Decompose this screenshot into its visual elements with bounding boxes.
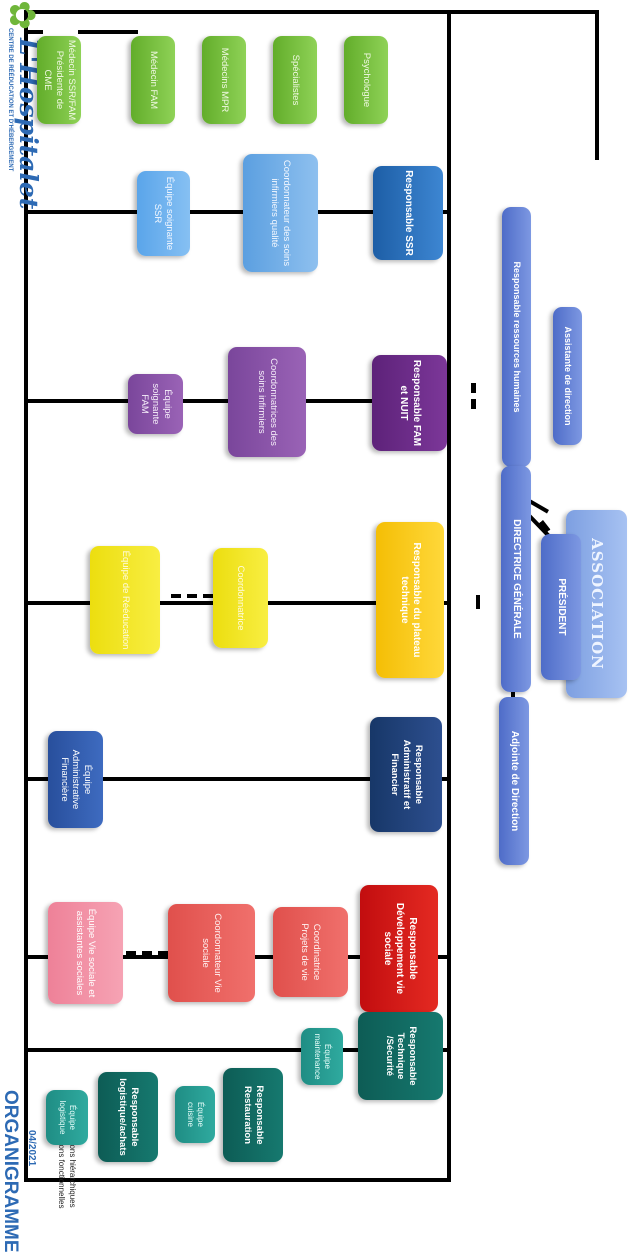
logo-subtitle: CENTRE DE RÉÉDUCATION ET D'HÉBERGEMENT bbox=[7, 28, 13, 172]
president-box: PRÉSIDENT bbox=[541, 534, 581, 680]
resto-team-box: Équipe cuisine bbox=[175, 1086, 215, 1143]
ssr-coord-box: Coordonnateur des soins infirmiers quali… bbox=[243, 154, 318, 272]
medical-bus-line bbox=[595, 10, 599, 160]
fam-team-box: Équipe soignante FAM bbox=[128, 374, 183, 434]
plateau-team-box: Équipe de Rééducation bbox=[90, 546, 160, 654]
line-rh-bus bbox=[471, 383, 476, 411]
admin-team-box: Équipe Administrative Financière bbox=[48, 731, 103, 828]
medical-box-2: Médecin FAM bbox=[131, 36, 175, 124]
social-head-box: Responsable Développement vie sociale bbox=[360, 885, 438, 1012]
medical-box-4: Spécialistes bbox=[273, 36, 317, 124]
tech-team-box: Équipe maintenance bbox=[301, 1028, 343, 1085]
medical-box-3: Médecins MPR bbox=[202, 36, 246, 124]
medical-box-1: Médecin SSR/FAM Présidente de CME bbox=[37, 36, 81, 124]
social-team-box: Équipe Vie sociale et assistantes social… bbox=[48, 902, 123, 1004]
logi-team-box: Équipe logistique bbox=[46, 1090, 88, 1145]
page-title: ORGANIGRAMME bbox=[0, 1090, 21, 1253]
line-social-coord-team bbox=[120, 951, 168, 955]
fam-coord-box: Coordonnatrices des soins infirmiers bbox=[228, 347, 306, 457]
medical-box-5: Psychologue bbox=[344, 36, 388, 124]
social-coord-box: Coordonnateur Vie sociale bbox=[168, 904, 255, 1002]
logo-flower-icon: ✿ bbox=[2, 0, 43, 31]
line-medical-2 bbox=[78, 30, 138, 34]
directrice-box: DIRECTRICE GÉNÉRALE bbox=[501, 466, 531, 692]
bottom-line bbox=[447, 10, 451, 1182]
ssr-team-box: Équipe soignante SSR bbox=[137, 171, 190, 256]
plateau-coord-box: Coordonnatrice bbox=[213, 548, 268, 648]
line-medical-1 bbox=[24, 30, 43, 34]
frame-right-line bbox=[24, 1178, 451, 1182]
ssr-head-box: Responsable SSR bbox=[373, 166, 443, 260]
logi-head-box: Responsable logistique/achats bbox=[98, 1072, 158, 1162]
line-plateau-coord-team bbox=[165, 594, 213, 598]
adjointe-box: Adjointe de Direction bbox=[499, 697, 529, 865]
plateau-head-box: Responsable du plateau technique bbox=[376, 522, 444, 678]
frame-left-line bbox=[24, 10, 599, 14]
rh-box: Responsable ressources humaines bbox=[502, 207, 531, 467]
line-directrice-bus bbox=[476, 595, 480, 609]
admin-head-box: Responsable Administratif et Financier bbox=[370, 717, 442, 832]
page-date: 04/2021 bbox=[26, 1130, 37, 1167]
assistante-direction-box: Assistante de direction bbox=[553, 307, 582, 445]
resto-head-box: Responsable Restauration bbox=[223, 1068, 283, 1162]
fam-head-box: Responsable FAM et NUIT bbox=[372, 355, 447, 451]
tech-head-box: Responsable Technique /Sécurité bbox=[358, 1012, 443, 1100]
social-projets-box: Coordinatrice Projets de vie bbox=[273, 907, 348, 997]
